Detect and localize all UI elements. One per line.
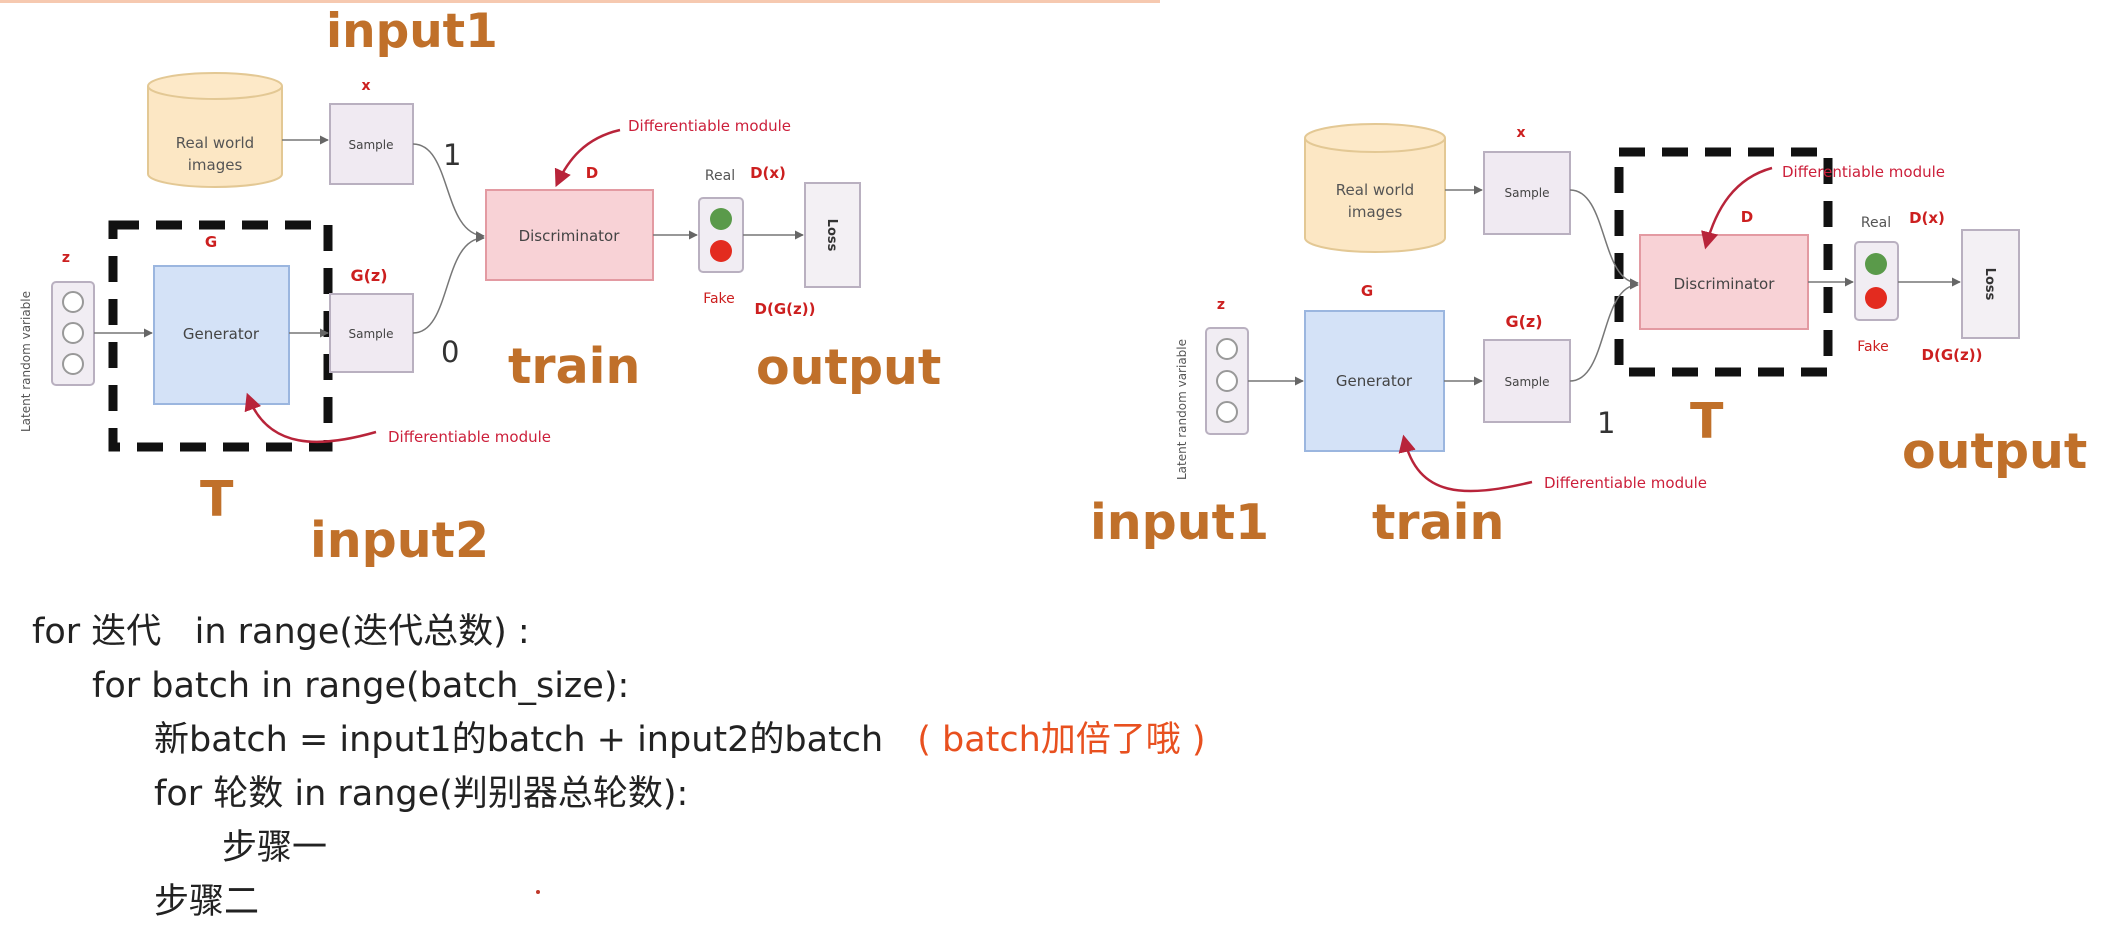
left-sample-top-label: Sample bbox=[349, 138, 394, 152]
stray-dot bbox=[536, 890, 540, 894]
left-fake-light bbox=[710, 240, 732, 262]
right-dgz-label: D(G(z)) bbox=[1922, 346, 1983, 364]
left-real-light bbox=[710, 208, 732, 230]
left-train-annotation: train bbox=[508, 338, 640, 395]
right-generator-box bbox=[1304, 310, 1445, 452]
right-diff-arrow-top bbox=[1701, 166, 1773, 250]
left-discriminator-label: Discriminator bbox=[519, 227, 621, 245]
right-g-label: G bbox=[1361, 282, 1373, 300]
top-border bbox=[0, 0, 1160, 3]
left-x-label: x bbox=[361, 78, 370, 94]
right-diff-arrow-bottom bbox=[1398, 434, 1533, 493]
code-line-3-note: ( batch加倍了哦 ) bbox=[917, 720, 1206, 760]
right-sample-top-label: Sample bbox=[1505, 186, 1550, 200]
left-loss-label: Loss bbox=[824, 219, 839, 252]
right-generator-label: Generator bbox=[1336, 372, 1413, 390]
right-sample-bottom-label: Sample bbox=[1505, 375, 1550, 389]
right-gz-label: G(z) bbox=[1505, 312, 1542, 331]
left-label-zero: 0 bbox=[441, 335, 459, 369]
left-edge-sample-disc-top bbox=[412, 143, 485, 241]
left-latent-node bbox=[62, 291, 84, 313]
code-line-3-text: 新batch = input1的batch + input2的batch bbox=[154, 720, 884, 760]
left-generator-box bbox=[153, 265, 290, 405]
code-line-4: for 轮数 in range(判别器总轮数): bbox=[154, 774, 689, 814]
left-discriminator-box bbox=[485, 189, 654, 281]
right-label-one: 1 bbox=[1597, 406, 1615, 440]
right-output-annotation: output bbox=[1902, 423, 2087, 480]
left-gz-label: G(z) bbox=[350, 266, 387, 285]
right-diff-module-top: Differentiable module bbox=[1782, 163, 1945, 181]
right-trainable-box bbox=[1614, 147, 1833, 377]
right-train-annotation: train bbox=[1372, 494, 1504, 551]
right-discriminator-box bbox=[1639, 234, 1809, 330]
right-diff-module-bottom: Differentiable module bbox=[1544, 474, 1707, 492]
left-z-label: z bbox=[62, 250, 70, 266]
left-db-label-1: Real world bbox=[176, 134, 254, 152]
right-latent-label: Latent random variable bbox=[1175, 339, 1189, 480]
left-label-one: 1 bbox=[443, 138, 461, 172]
right-d-label: D bbox=[1741, 208, 1753, 226]
right-latent-node bbox=[1216, 338, 1238, 360]
left-diff-module-top: Differentiable module bbox=[628, 117, 791, 135]
left-sample-top bbox=[329, 103, 414, 185]
right-input1-annotation: input1 bbox=[1090, 494, 1269, 551]
code-line-2: for batch in range(batch_size): bbox=[92, 666, 630, 706]
left-latent-node bbox=[62, 353, 84, 375]
left-fake-label: Fake bbox=[703, 291, 735, 307]
right-edge-sample-disc-bottom bbox=[1569, 280, 1639, 382]
right-sample-top bbox=[1483, 151, 1571, 235]
left-g-label: G bbox=[205, 233, 217, 251]
left-diff-module-bottom: Differentiable module bbox=[388, 428, 551, 446]
left-edge-sample-disc-bottom bbox=[412, 233, 485, 334]
right-latent-node bbox=[1216, 401, 1238, 423]
right-edge-sample-disc-top bbox=[1569, 189, 1639, 288]
left-real-world-images-db: Real world images bbox=[147, 72, 283, 188]
left-real-label: Real bbox=[705, 168, 735, 184]
left-t-annotation: T bbox=[200, 471, 234, 528]
right-fake-light bbox=[1865, 287, 1887, 309]
left-sample-bottom-label: Sample bbox=[349, 327, 394, 341]
left-diff-arrow-top bbox=[554, 128, 621, 188]
right-t-annotation: T bbox=[1690, 393, 1724, 450]
left-input2-annotation: input2 bbox=[310, 512, 489, 569]
right-diagram: Real world images x Sample Latent random… bbox=[1090, 123, 2087, 551]
code-line-5: 步骤一 bbox=[222, 828, 328, 868]
right-real-light bbox=[1865, 253, 1887, 275]
right-db-label-1: Real world bbox=[1336, 181, 1414, 199]
left-generator-label: Generator bbox=[183, 325, 260, 343]
left-db-label-2: images bbox=[188, 156, 243, 174]
right-real-world-images-db: Real world images bbox=[1304, 123, 1446, 253]
right-latent-node bbox=[1216, 370, 1238, 392]
left-dx-label: D(x) bbox=[750, 164, 786, 182]
left-d-label: D bbox=[586, 164, 598, 182]
left-latent-node bbox=[62, 322, 84, 344]
left-loss-box bbox=[804, 182, 861, 288]
code-line-6: 步骤二 bbox=[154, 882, 260, 922]
left-diff-arrow-bottom bbox=[244, 392, 377, 444]
left-input1-annotation: input1 bbox=[326, 4, 498, 59]
code-line-1: for 迭代 in range(迭代总数) : bbox=[32, 612, 530, 652]
left-diagram: Real world images x Sample 1 Latent rand… bbox=[19, 4, 941, 569]
right-discriminator-label: Discriminator bbox=[1674, 275, 1776, 293]
right-x-label: x bbox=[1516, 125, 1525, 141]
right-real-label: Real bbox=[1861, 215, 1891, 231]
right-dx-label: D(x) bbox=[1909, 209, 1945, 227]
right-fake-label: Fake bbox=[1857, 339, 1889, 355]
left-output-annotation: output bbox=[756, 339, 941, 396]
code-line-3: 新batch = input1的batch + input2的batch ( ba… bbox=[154, 714, 1206, 767]
right-db-label-2: images bbox=[1348, 203, 1403, 221]
right-loss-label: Loss bbox=[1982, 268, 1997, 301]
right-z-label: z bbox=[1217, 297, 1225, 313]
left-latent-label: Latent random variable bbox=[19, 291, 33, 432]
left-dgz-label: D(G(z)) bbox=[755, 300, 816, 318]
right-sample-bottom bbox=[1483, 339, 1571, 423]
right-loss-box bbox=[1961, 229, 2020, 339]
